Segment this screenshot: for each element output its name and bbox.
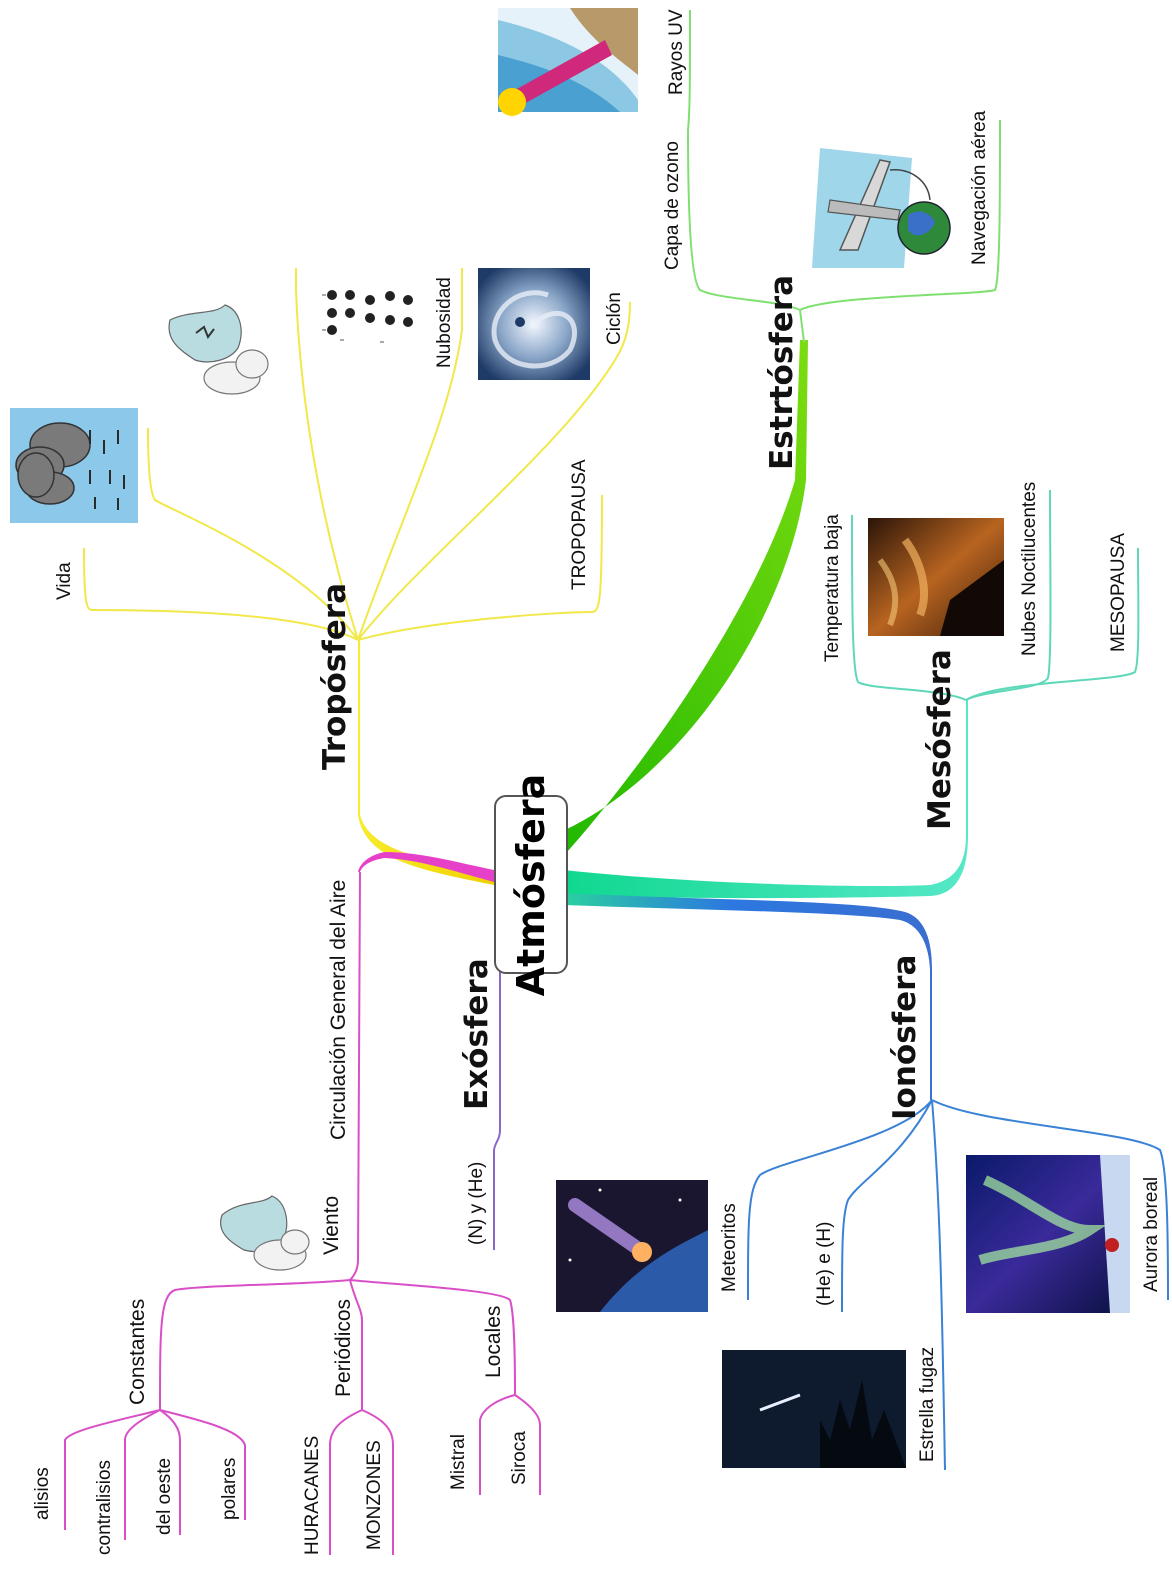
mesosfera-title: Mesósfera (922, 649, 958, 830)
leaf-rayos-uv: Rayos UV (666, 9, 687, 95)
leaf-navegacion-aerea: Navegación aérea (969, 110, 990, 265)
leaf-he-h: (He) e (H) (814, 1222, 835, 1306)
leaf-contralisios: contralisios (94, 1460, 115, 1555)
circulacion-subbranches (64, 871, 541, 1555)
leaf-alisios: alisios (32, 1467, 53, 1520)
leaf-nubosidad: Nubosidad (434, 277, 455, 368)
leaf-mistral: Mistral (448, 1434, 469, 1490)
aurora-photo (966, 1155, 1130, 1313)
airplane-globe-icon (812, 148, 951, 268)
circulacion-root (358, 852, 494, 882)
troposfera-subbranches (83, 268, 631, 641)
leaf-periodicos: Periódicos (332, 1299, 355, 1397)
troposfera-root (358, 640, 494, 885)
leaf-meteoritos: Meteoritos (719, 1203, 740, 1292)
leaf-vida: Vida (54, 562, 75, 600)
estratosfera-subbranches (686, 9, 1001, 343)
leaf-temperatura-baja: Temperatura baja (822, 514, 843, 662)
leaf-viento: Viento (320, 1196, 343, 1255)
estratosfera-title: Estrtósfera (764, 275, 800, 470)
cyclone-photo (478, 268, 590, 380)
shooting-star-photo (722, 1350, 906, 1468)
ozone-layer-illustration (498, 8, 638, 116)
leaf-nubes-noctilucentes: Nubes Noctilucentes (1019, 482, 1040, 656)
exosfera-title: Exósfera (459, 958, 495, 1110)
cloud-cover-symbols-icon (322, 290, 413, 343)
mesosfera-root (564, 700, 968, 899)
leaf-constantes: Constantes (126, 1299, 149, 1405)
exosfera-root (493, 968, 501, 1250)
leaf-siroca: Siroca (509, 1431, 530, 1485)
leaf-huracanes: HURACANES (302, 1436, 323, 1555)
leaf-polares: polares (219, 1458, 240, 1520)
circulacion-title: Circulación General del Aire (327, 880, 350, 1140)
estratosfera-root (560, 340, 808, 860)
weather-map-icon (168, 304, 269, 395)
meteorite-photo (556, 1180, 708, 1312)
leaf-ciclon: Ciclón (604, 292, 625, 345)
wind-weather-icon (220, 1195, 310, 1271)
rain-cloud-icon (10, 408, 138, 523)
central-topic: Atmósfera (509, 773, 553, 996)
ionosfera-subbranches (747, 1099, 1169, 1471)
leaf-estrella-fugaz: Estrella fugaz (917, 1347, 938, 1462)
leaf-n-he: (N) y (He) (466, 1162, 487, 1245)
troposfera-title: Tropósfera (317, 583, 353, 770)
mesosfera-subbranches (851, 489, 1140, 701)
leaf-monzones: MONZONES (364, 1440, 385, 1550)
leaf-aurora-boreal: Aurora boreal (1141, 1177, 1162, 1292)
ionosfera-title: Ionósfera (887, 955, 923, 1120)
leaf-capa-ozono: Capa de ozono (662, 141, 683, 270)
leaf-tropopausa: TROPOPAUSA (569, 459, 590, 590)
leaf-locales: Locales (482, 1306, 505, 1378)
leaf-mesopausa: MESOPAUSA (1108, 533, 1129, 652)
central-topic-box: Atmósfera (494, 773, 568, 996)
ionosfera-root (564, 893, 932, 1100)
noctilucent-clouds-photo (868, 518, 1004, 636)
leaf-del-oeste: del oeste (154, 1458, 175, 1535)
